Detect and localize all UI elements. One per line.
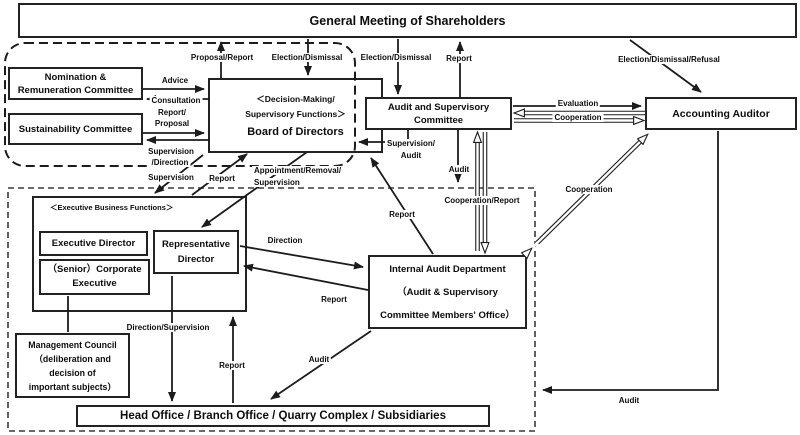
label-audit-headoffice: Audit: [306, 355, 332, 364]
representative-director-line2: Director: [177, 254, 215, 265]
internal-audit-line2: （Audit & Supervisory: [397, 286, 498, 298]
node-executive-director: Executive Director: [39, 231, 148, 256]
executive-functions-tag: ＜Executive Business Functions＞: [50, 202, 174, 213]
management-council-line2: （deliberation and: [34, 353, 111, 364]
label-consultation: Consultation: [149, 96, 203, 105]
label-evaluation: Evaluation: [555, 99, 601, 108]
nomination-line1: Nomination &: [44, 71, 107, 83]
arrow-audit-headoffice: [270, 330, 372, 400]
internal-audit-line3: Committee Members' Office）: [380, 309, 515, 321]
label-direction: Direction: [265, 236, 305, 245]
arrow-direction: [239, 245, 364, 270]
label-report-to-gms: Report: [444, 54, 474, 63]
node-management-council: Management Council （deliberation and dec…: [15, 333, 130, 398]
label-appointment-2: Supervision: [252, 178, 302, 187]
label-election-dismissal-refusal: Election/Dismissal/Refusal: [616, 55, 722, 64]
node-representative-director: Representative Director: [153, 230, 239, 274]
board-tag2: Supervisory Functions＞: [245, 108, 346, 119]
label-supervision-exec: Supervision: [146, 173, 196, 182]
internal-audit-line1: Internal Audit Department: [389, 263, 506, 275]
audit-committee-line1: Audit and Supervisory: [387, 101, 490, 113]
label-report-proposal-1: Report/: [156, 108, 188, 117]
label-supervision-direction-1: Supervision: [146, 147, 196, 156]
node-general-meeting: General Meeting of Shareholders: [18, 3, 797, 38]
representative-director-line1: Representative: [161, 239, 231, 250]
label-report-to-repdir: Report: [319, 295, 349, 304]
arrow-audit-accounting: [542, 131, 719, 394]
board-title: Board of Directors: [247, 125, 344, 138]
audit-committee-line2: Committee: [413, 114, 464, 126]
node-internal-audit-department: Internal Audit Department （Audit & Super…: [368, 255, 527, 329]
label-cooperation-report: Cooperation/Report: [442, 196, 522, 205]
label-supervision-audit-2: Audit: [398, 151, 424, 160]
corporate-executive-line2: Executive: [72, 278, 117, 289]
general-meeting-title: General Meeting of Shareholders: [309, 13, 506, 28]
board-tag1: ＜Decision-Making/: [256, 93, 335, 104]
node-board-of-directors: ＜Decision-Making/ Supervisory Functions＞…: [208, 78, 383, 153]
label-report-proposal-2: Proposal: [152, 119, 192, 128]
label-advice: Advice: [159, 76, 191, 85]
label-direction-supervision: Direction/Supervision: [124, 323, 212, 332]
executive-director-title: Executive Director: [51, 238, 136, 249]
label-election-dismissal-board: Election/Dismissal: [269, 53, 345, 62]
label-cooperation-diag: Cooperation: [563, 185, 615, 194]
node-sustainability-committee: Sustainability Committee: [8, 113, 143, 145]
node-audit-supervisory-committee: Audit and Supervisory Committee: [365, 97, 512, 130]
label-election-dismissal-audit: Election/Dismissal: [358, 53, 434, 62]
label-cooperation-h: Cooperation: [552, 113, 604, 122]
sustainability-title: Sustainability Committee: [18, 123, 133, 135]
arrow-report-to-repdir: [243, 263, 369, 291]
label-supervision-direction-2: /Direction: [149, 158, 191, 167]
management-council-line1: Management Council: [28, 339, 117, 350]
arrow-election-dismissal-refusal: [629, 39, 702, 93]
arrow-report-internal-to-board: [370, 157, 434, 255]
node-corporate-executive: （Senior）Corporate Executive: [39, 259, 150, 295]
label-audit-down: Audit: [446, 165, 472, 174]
node-head-office: Head Office / Branch Office / Quarry Com…: [76, 405, 490, 427]
label-report-internal-to-board: Report: [387, 210, 417, 219]
label-report-up: Report: [217, 361, 247, 370]
management-council-line3: decision of: [49, 367, 96, 378]
management-council-line4: important subjects）: [28, 381, 117, 392]
label-report-exec: Report: [207, 174, 237, 183]
label-audit-accounting: Audit: [616, 396, 642, 405]
node-nomination-committee: Nomination & Remuneration Committee: [8, 67, 143, 100]
nomination-line2: Remuneration Committee: [17, 84, 134, 96]
label-appointment-1: Appointment/Removal/: [252, 166, 344, 175]
corporate-executive-line1: （Senior）Corporate: [47, 264, 142, 275]
accounting-auditor-title: Accounting Auditor: [672, 107, 770, 120]
node-accounting-auditor: Accounting Auditor: [645, 97, 797, 130]
label-proposal-report: Proposal/Report: [188, 53, 256, 62]
label-supervision-audit-1: Supervision/: [384, 139, 438, 148]
head-office-title: Head Office / Branch Office / Quarry Com…: [120, 410, 446, 422]
